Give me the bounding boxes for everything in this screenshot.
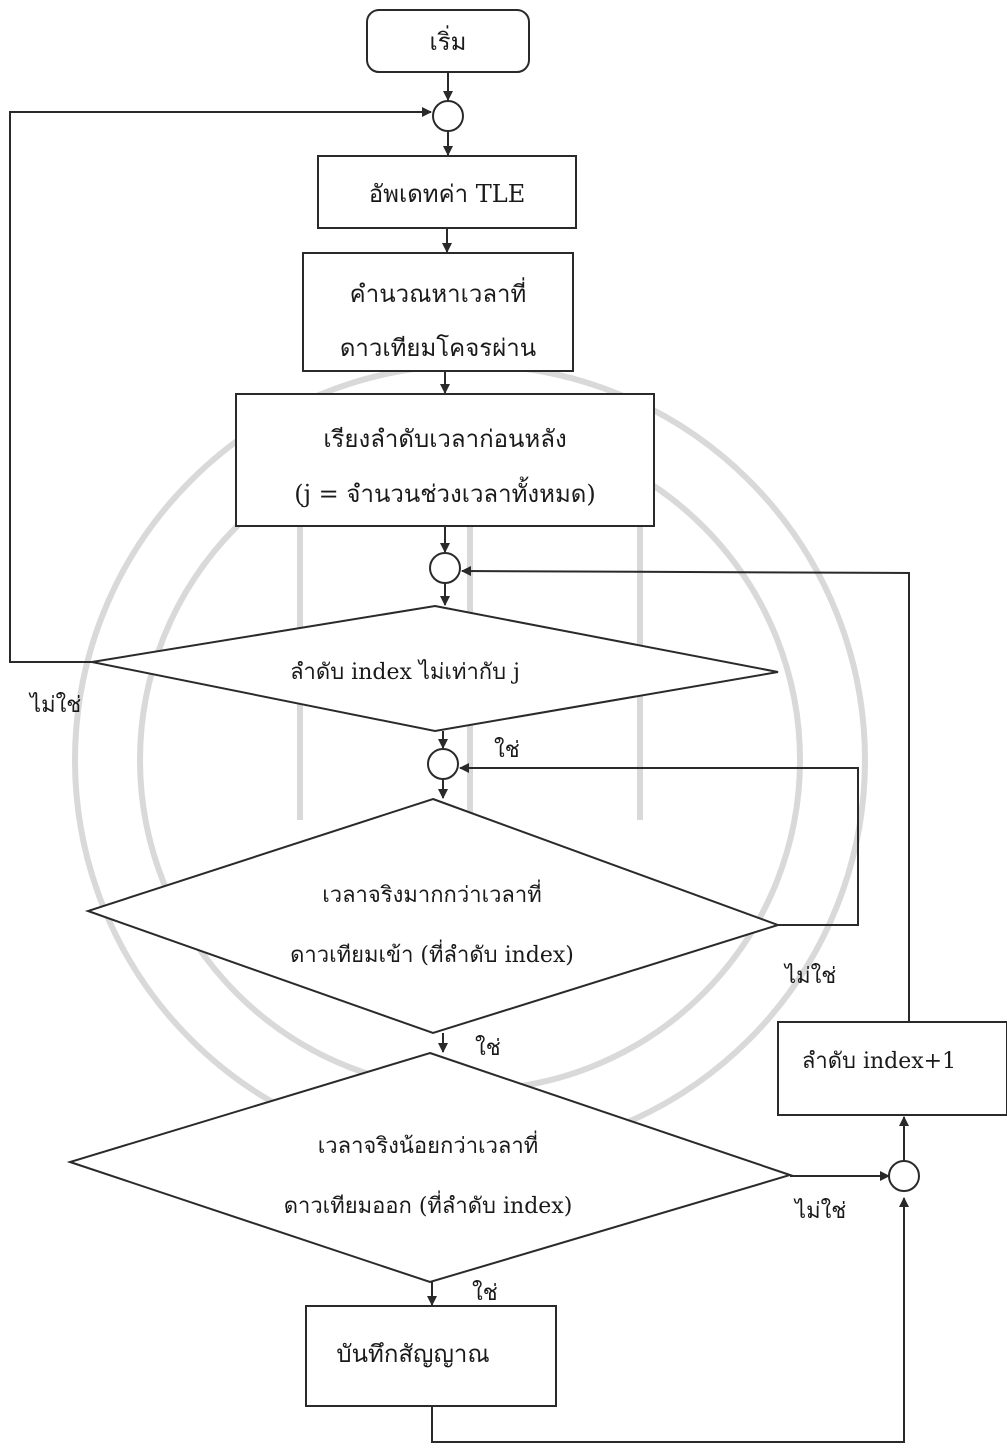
update-tle-label: อัพเดทค่า TLE bbox=[369, 180, 525, 208]
decision-exit-node: เวลาจริงน้อยกว่าเวลาที่ ดาวเทียมออก (ที่… bbox=[66, 1051, 794, 1284]
decision-exit-label-2: ดาวเทียมออก (ที่ลำดับ index) bbox=[284, 1190, 573, 1219]
sort-times-node: เรียงลำดับเวลาก่อนหลัง (j = จำนวนช่วงเวล… bbox=[235, 393, 655, 527]
enter-loop-line-no bbox=[459, 763, 859, 926]
start-node: เริ่ม bbox=[366, 9, 530, 73]
increment-return-line bbox=[461, 566, 910, 1022]
calc-pass-label-2: ดาวเทียมโคจรผ่าน bbox=[340, 334, 536, 362]
record-return-line bbox=[431, 1197, 909, 1443]
loop-connector-1 bbox=[432, 100, 464, 132]
calc-pass-node: คำนวณหาเวลาที่ ดาวเทียมโคจรผ่าน bbox=[302, 252, 574, 372]
sort-times-label-1: เรียงลำดับเวลาก่อนหลัง bbox=[323, 425, 566, 453]
increment-index-node: ลำดับ index+1 bbox=[777, 1021, 1007, 1116]
decision-index-label: ลำดับ index ไม่เท่ากับ j bbox=[290, 659, 520, 685]
decision-index-node: ลำดับ index ไม่เท่ากับ j bbox=[91, 604, 779, 733]
loop-connector-2 bbox=[429, 552, 461, 584]
start-label: เริ่ม bbox=[430, 25, 467, 56]
yes-label-enter: ใช่ bbox=[475, 1035, 501, 1061]
decision-enter-node: เวลาจริงมากกว่าเวลาที่ ดาวเทียมเข้า (ที่… bbox=[84, 797, 782, 1035]
update-tle-node: อัพเดทค่า TLE bbox=[317, 155, 577, 229]
sort-times-label-2: (j = จำนวนช่วงเวลาทั้งหมด) bbox=[294, 476, 595, 508]
yes-label-exit: ใช่ bbox=[472, 1280, 498, 1306]
decision-exit-label-1: เวลาจริงน้อยกว่าเวลาที่ bbox=[318, 1130, 539, 1159]
record-signal-node: บันทึกสัญญาณ bbox=[305, 1305, 557, 1407]
loop-back-line-no bbox=[9, 107, 432, 663]
loop-connector-4 bbox=[888, 1160, 920, 1192]
decision-enter-label-1: เวลาจริงมากกว่าเวลาที่ bbox=[322, 879, 542, 908]
yes-label-index: ใช่ bbox=[494, 737, 520, 763]
increment-index-label: ลำดับ index+1 bbox=[802, 1049, 956, 1074]
record-signal-label: บันทึกสัญญาณ bbox=[336, 1340, 489, 1368]
no-label-exit: ไม่ใช่ bbox=[793, 1198, 846, 1224]
no-label-enter: ไม่ใช่ bbox=[783, 963, 836, 989]
no-label-index: ไม่ใช่ bbox=[28, 692, 81, 718]
decision-enter-label-2: ดาวเทียมเข้า (ที่ลำดับ index) bbox=[290, 939, 574, 968]
calc-pass-label-1: คำนวณหาเวลาที่ bbox=[350, 277, 527, 308]
loop-connector-3 bbox=[427, 748, 459, 780]
